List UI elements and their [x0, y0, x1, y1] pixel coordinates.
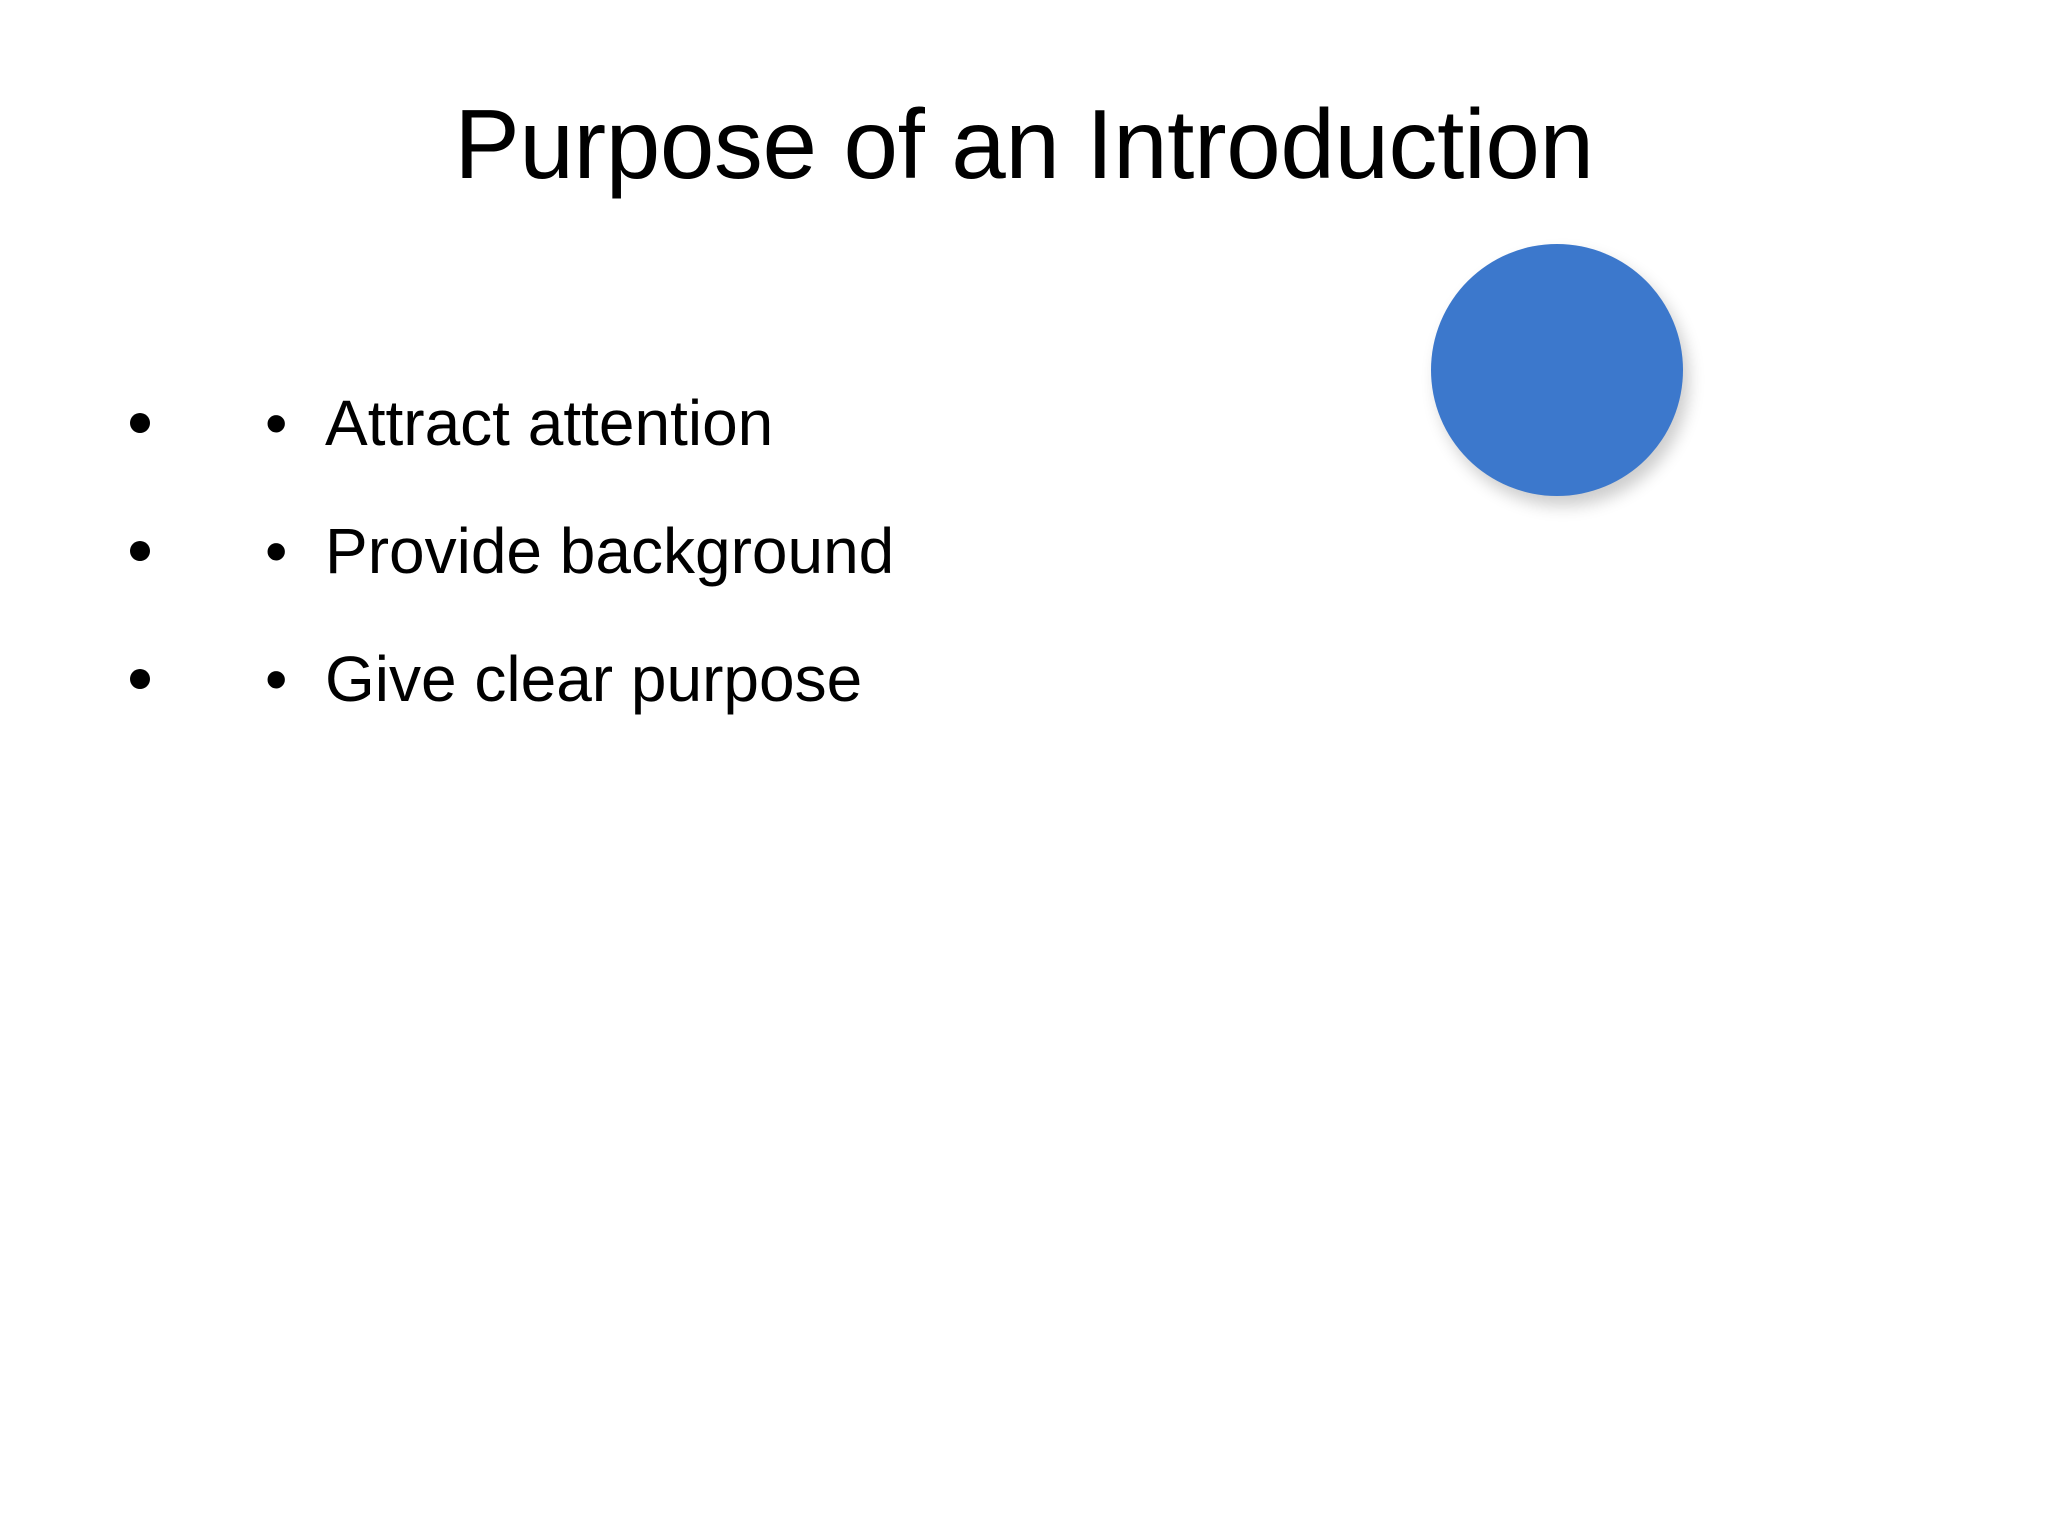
bullet-glyph-icon: • — [265, 515, 288, 587]
bullet-glyph-icon: • — [265, 643, 288, 715]
body-content-block: • Attract attention • Provide background •… — [128, 368, 1428, 734]
title-block: Purpose of an Introduction — [160, 89, 1888, 199]
bullet-list: • Attract attention • Provide background •… — [128, 368, 1428, 734]
list-item: • Give clear purpose — [128, 624, 1428, 734]
list-item: • Provide background — [128, 496, 1428, 606]
page-title: Purpose of an Introduction — [454, 89, 1594, 199]
bullet-marker-icon — [130, 669, 150, 689]
bullet-glyph-icon: • — [265, 387, 288, 459]
bullet-marker-icon — [130, 413, 150, 433]
list-item: • Attract attention — [128, 368, 1428, 478]
list-item-label: Provide background — [325, 515, 895, 587]
bullet-marker-icon — [130, 541, 150, 561]
list-item-label: Give clear purpose — [325, 643, 863, 715]
decorative-blue-circle-shape — [1431, 244, 1683, 496]
list-item-label: Attract attention — [325, 387, 774, 459]
